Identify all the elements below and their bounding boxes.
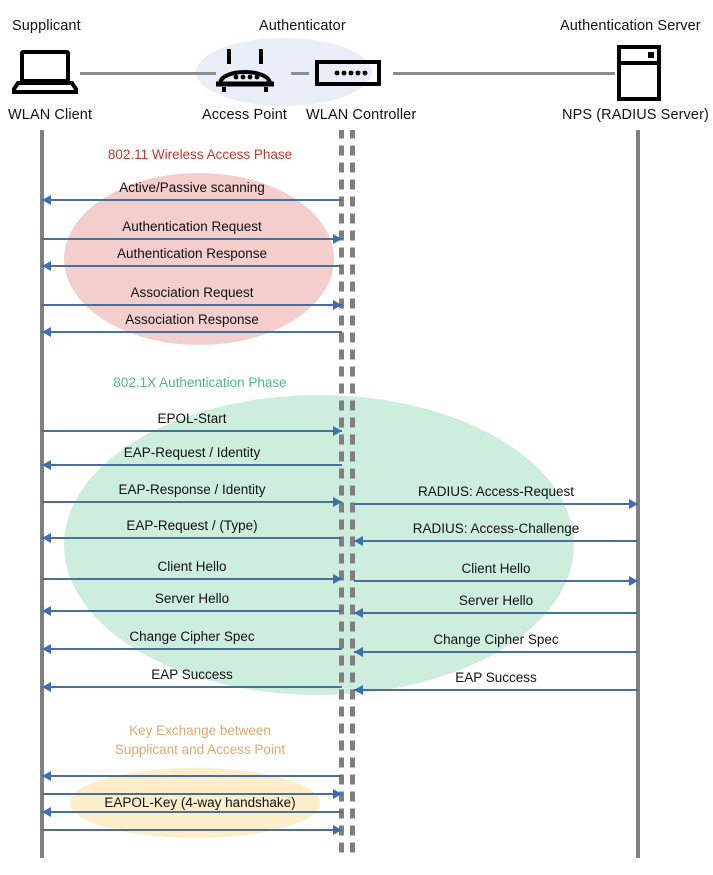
wire-controller-to-server [393,72,615,75]
message-authentication-response-line [42,265,342,267]
message-authentication-response-label: Authentication Response [116,246,268,261]
actor-device-wlan-controller: WLAN Controller [306,107,417,123]
message-association-response-label: Association Response [125,312,259,327]
message-change-cipher-spec-arrowhead-left [354,646,363,657]
message-key-exchange-step-arrowhead-right [333,788,342,799]
message-key-exchange-step-arrowhead-left [42,806,51,817]
message-association-response-line [42,331,342,333]
actor-device-wlan-client: WLAN Client [8,107,93,123]
message-change-cipher-spec-arrowhead-left [42,643,51,654]
message-epol-start-label: EPOL-Start [157,411,227,426]
message-authentication-response-arrowhead-left [42,260,51,271]
message-server-hello-label: Server Hello [154,591,230,606]
message-server-hello-line [42,610,342,612]
phase-blob-wireless-access [64,173,334,345]
message-eap-request-identity-arrowhead-left [42,459,51,470]
message-radius-access-request-arrowhead-right [629,498,638,509]
message-epol-start-arrowhead-right [333,425,342,436]
lifeline-supplicant [40,130,44,858]
message-server-hello-line [354,612,638,614]
message-client-hello-arrowhead-right [333,573,342,584]
message-eap-request-type-label: EAP-Request / (Type) [126,518,258,533]
message-eap-response-identity-arrowhead-right [333,496,342,507]
message-change-cipher-spec-label: Change Cipher Spec [129,629,255,644]
message-radius-access-challenge-arrowhead-left [354,535,363,546]
message-change-cipher-spec-line [42,648,342,650]
message-eap-request-type-arrowhead-left [42,532,51,543]
message-change-cipher-spec-label: Change Cipher Spec [433,632,559,647]
message-client-hello-line [354,580,638,582]
phase-heading-wireless-access: 802.11 Wireless Access Phase [107,147,293,162]
message-client-hello-line [42,578,342,580]
message-active-passive-scanning-line [42,199,342,201]
message-eap-success-label: EAP Success [151,667,233,682]
message-server-hello-arrowhead-left [42,605,51,616]
message-association-request-line [42,304,342,306]
message-eap-response-identity-label: EAP-Response / Identity [118,482,266,497]
message-eap-success-arrowhead-left [42,681,51,692]
wire-client-to-ap [80,72,216,75]
message-label-eapol-key: EAPOL-Key (4-way handshake) [104,795,296,810]
phase-blob-key-exchange [70,768,320,838]
laptop-icon [8,50,82,99]
message-association-request-label: Association Request [130,285,254,300]
actor-device-access-point: Access Point [202,107,288,123]
message-authentication-request-arrowhead-right [333,233,342,244]
message-key-exchange-step-line [42,829,342,831]
lifeline-access-point [339,130,344,858]
message-key-exchange-step-line [42,793,342,795]
network-switch-icon [315,60,381,91]
lifeline-authentication-server [636,130,640,858]
message-active-passive-scanning-label: Active/Passive scanning [119,180,265,195]
message-radius-access-request-label: RADIUS: Access-Request [417,484,575,499]
message-eap-success-label: EAP Success [455,670,537,685]
message-eap-request-type-line [42,537,342,539]
message-eap-success-line [42,686,342,688]
message-key-exchange-step-arrowhead-left [42,770,51,781]
message-authentication-request-line [42,238,342,240]
message-association-request-arrowhead-right [333,299,342,310]
phase-heading-key-exchange-line1: Key Exchange between [129,723,271,738]
lifeline-wlan-controller [350,130,355,858]
message-active-passive-scanning-arrowhead-left [42,194,51,205]
message-client-hello-label: Client Hello [461,561,531,576]
actor-device-nps-radius-server: NPS (RADIUS Server) [562,107,709,123]
message-server-hello-label: Server Hello [458,593,534,608]
message-key-exchange-step-line [42,811,342,813]
message-server-hello-arrowhead-left [354,607,363,618]
server-rack-icon [617,45,661,106]
message-eap-response-identity-line [42,501,342,503]
message-key-exchange-step-arrowhead-right [333,824,342,835]
message-eap-success-line [354,689,638,691]
message-authentication-request-label: Authentication Request [122,219,262,234]
actor-role-authenticator: Authenticator [259,18,346,34]
message-client-hello-arrowhead-right [629,575,638,586]
wireless-access-point-icon [214,48,276,99]
message-eap-success-arrowhead-left [354,684,363,695]
message-radius-access-challenge-line [354,540,638,542]
phase-heading-dot1x-authentication: 802.1X Authentication Phase [113,375,287,390]
actor-role-supplicant: Supplicant [12,18,81,34]
message-key-exchange-step-line [42,775,342,777]
message-association-response-arrowhead-left [42,326,51,337]
actor-role-authentication-server: Authentication Server [560,18,701,34]
phase-heading-key-exchange-line2: Supplicant and Access Point [114,742,286,757]
message-client-hello-label: Client Hello [157,559,227,574]
message-change-cipher-spec-line [354,651,638,653]
phase-heading-key-exchange: Key Exchange between Supplicant and Acce… [64,721,336,759]
phase-blob-dot1x-authentication [64,395,574,695]
message-eap-request-identity-label: EAP-Request / Identity [123,445,261,460]
message-epol-start-line [42,430,342,432]
wire-ap-to-controller [291,72,309,75]
message-radius-access-challenge-label: RADIUS: Access-Challenge [412,521,580,536]
message-eap-request-identity-line [42,464,342,466]
message-radius-access-request-line [354,503,638,505]
